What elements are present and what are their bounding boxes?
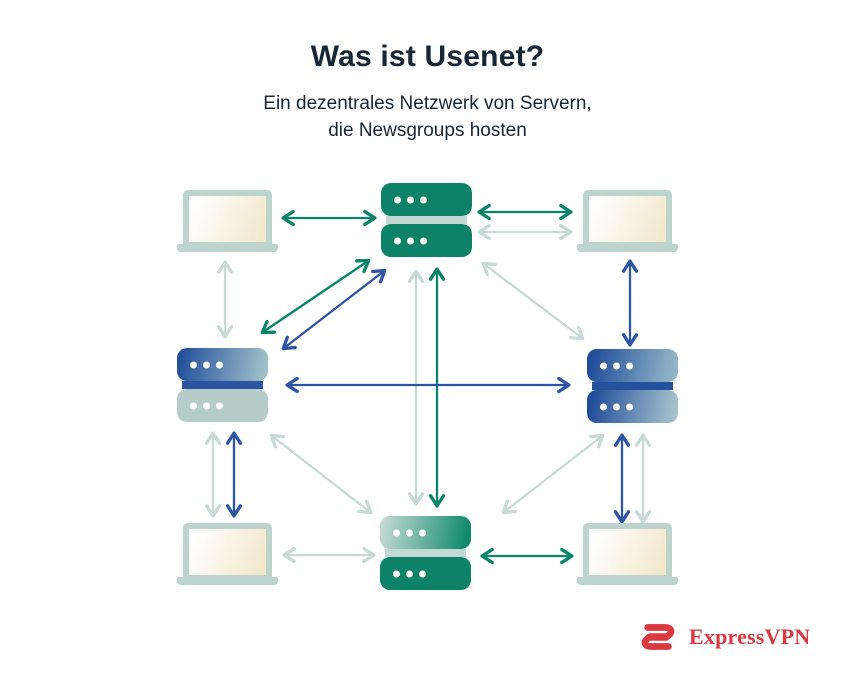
server-divider: [592, 382, 673, 390]
laptop-screen: [583, 523, 672, 578]
laptop-base: [577, 244, 678, 252]
server-unit: [177, 348, 268, 381]
laptop-display: [589, 529, 666, 575]
server-leds: [600, 362, 633, 369]
laptop-bottom-right: [577, 523, 678, 585]
server-unit: [380, 516, 471, 549]
brand-name: ExpressVPN: [689, 624, 811, 649]
server-leds: [600, 403, 633, 410]
server-bottom: [380, 516, 471, 590]
laptop-base: [177, 244, 278, 252]
server-divider: [182, 381, 263, 389]
arrow-server-bottom--server-right: [501, 433, 605, 515]
laptop-bottom-left: [177, 523, 278, 585]
arrow-server-left--server-top: [281, 268, 387, 351]
server-divider: [386, 216, 467, 224]
page-subtitle: Ein dezentrales Netzwerk von Servern, di…: [0, 90, 855, 144]
server-right: [587, 349, 678, 423]
server-unit: [380, 557, 471, 590]
brand-logo: ExpressVPN: [636, 618, 810, 656]
arrow-server-left--server-bottom: [269, 433, 373, 515]
server-leds: [190, 361, 223, 368]
expressvpn-icon: [641, 624, 675, 650]
laptop-base: [177, 577, 278, 585]
server-leds: [394, 237, 427, 244]
subtitle-line-2: die Newsgroups hosten: [328, 120, 527, 141]
laptop-top-left: [177, 190, 278, 252]
laptop-top-right: [577, 190, 678, 252]
server-left: [177, 348, 268, 422]
page-title: Was ist Usenet?: [310, 40, 545, 73]
laptop-screen: [183, 190, 272, 245]
server-unit: [381, 183, 472, 216]
laptop-display: [189, 529, 266, 575]
server-leds: [393, 570, 426, 577]
server-top: [381, 183, 472, 257]
server-unit: [587, 390, 678, 423]
server-leds: [190, 402, 223, 409]
header: Was ist Usenet? Ein dezentrales Netzwerk…: [0, 40, 855, 144]
arrow-server-top--server-right: [481, 261, 585, 341]
server-unit: [177, 389, 268, 422]
laptop-display: [189, 196, 266, 242]
laptop-screen: [183, 523, 272, 578]
server-unit: [381, 224, 472, 257]
server-leds: [393, 529, 426, 536]
laptop-screen: [583, 190, 672, 245]
subtitle-line-1: Ein dezentrales Netzwerk von Servern,: [263, 93, 592, 114]
laptop-display: [589, 196, 666, 242]
server-leds: [394, 196, 427, 203]
server-divider: [385, 549, 466, 557]
server-unit: [587, 349, 678, 382]
laptop-base: [577, 577, 678, 585]
